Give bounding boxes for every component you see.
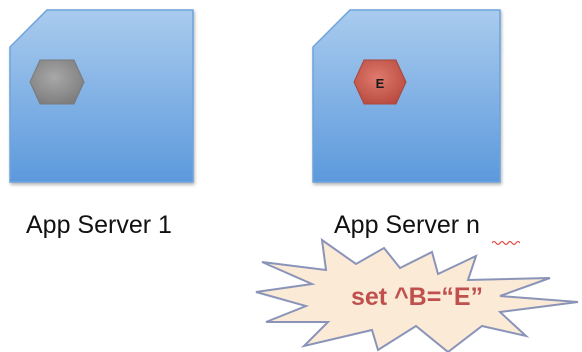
app-server-n-label: App Server n	[334, 211, 480, 239]
hexagon-label: E	[376, 76, 385, 91]
app-server-n-box	[312, 9, 501, 183]
app-server-n-hexagon: E	[353, 59, 407, 105]
app-server-1-hexagon	[29, 59, 85, 105]
app-server-1-label: App Server 1	[26, 211, 172, 239]
callout-text: set ^B=“E”	[351, 283, 483, 311]
app-server-1-box	[9, 9, 194, 183]
spellcheck-underline	[492, 240, 520, 246]
callout-burst: set ^B=“E”	[255, 237, 579, 352]
